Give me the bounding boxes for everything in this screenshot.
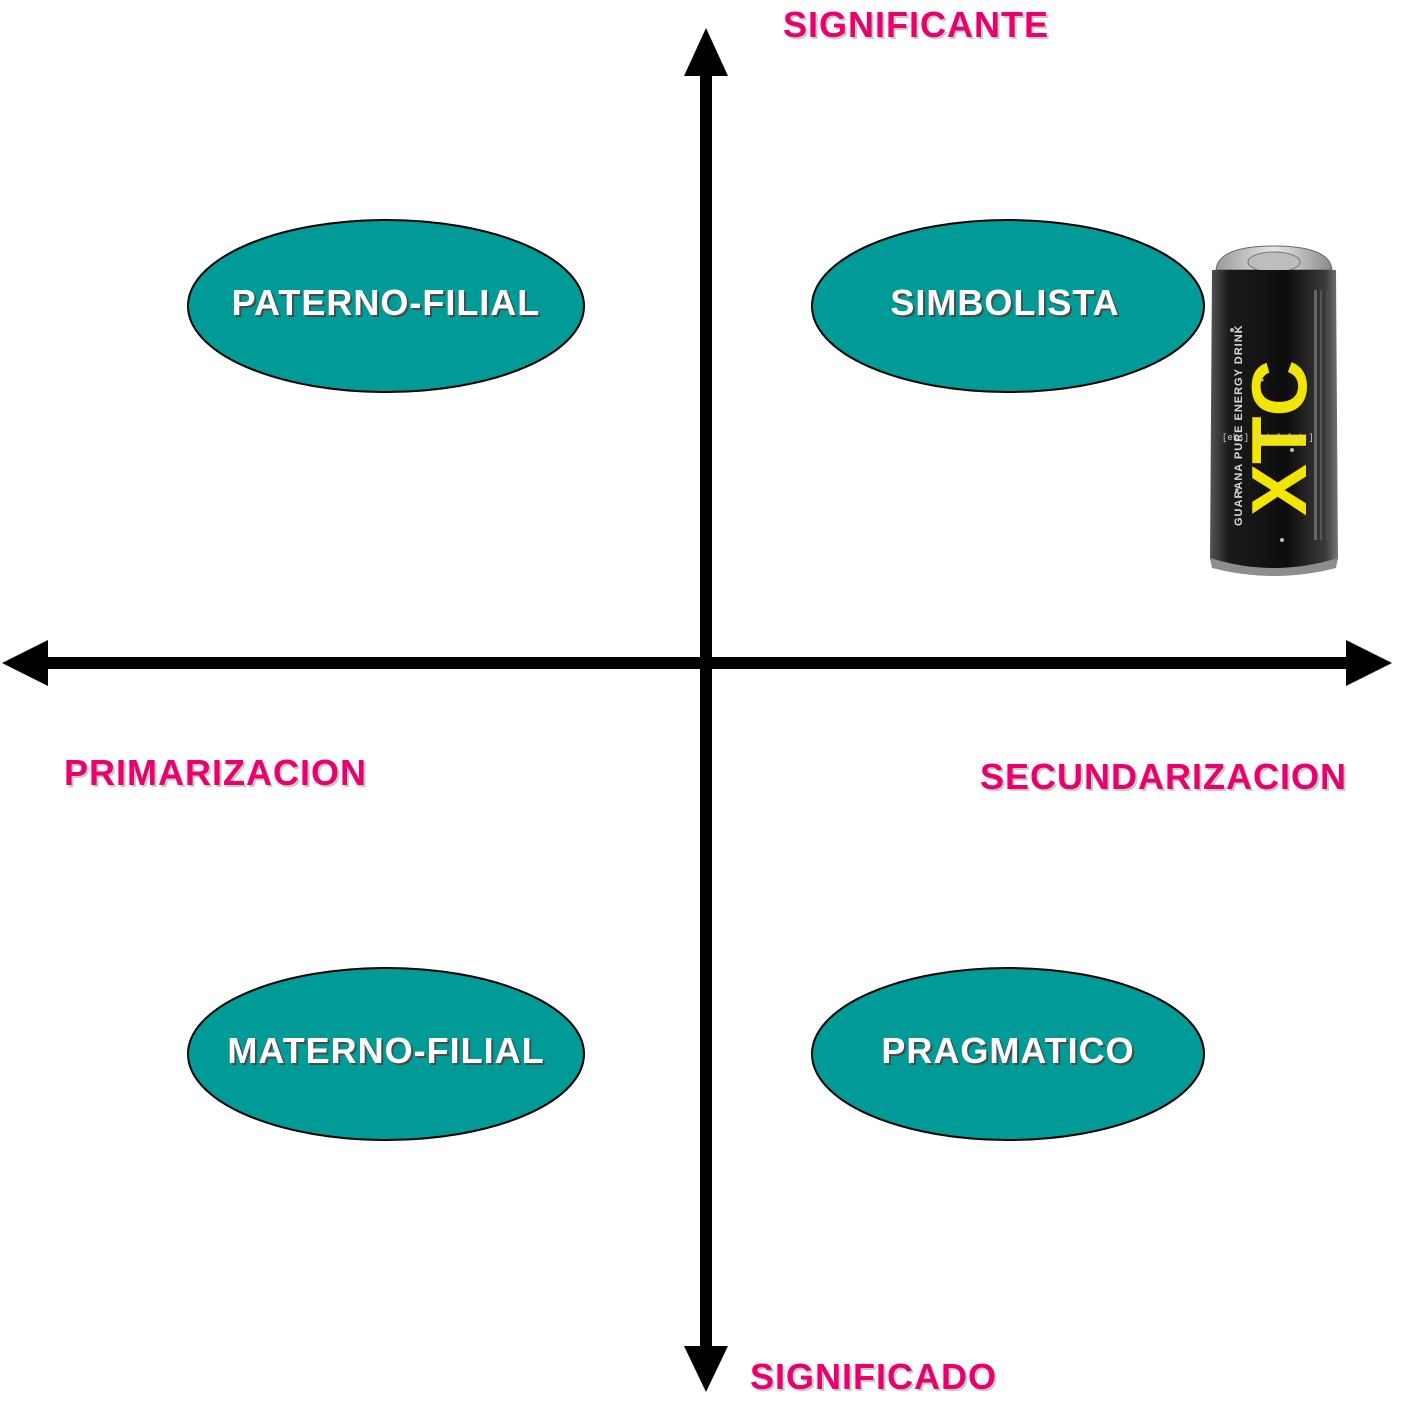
axis-label-secundarizacion: SECUNDARIZACION bbox=[980, 756, 1348, 797]
xtc-logo: XTC bbox=[1235, 360, 1323, 516]
node-label-pragmatico: PRAGMATICO bbox=[881, 1030, 1135, 1071]
node-label-paterno-filial: PATERNO-FILIAL bbox=[231, 282, 541, 323]
node-ellipse-pragmatico bbox=[811, 967, 1205, 1141]
energy-drink-can-image: XTC GUARANA PURE ENERGY DRINK [eks] [ti:… bbox=[1210, 245, 1338, 576]
axis-label-significante: SIGNIFICANTE bbox=[783, 4, 1050, 45]
arrow-left-icon bbox=[2, 640, 48, 686]
arrow-up-icon bbox=[684, 28, 728, 76]
axis-label-primarizacion: PRIMARIZACION bbox=[64, 752, 367, 793]
axis-label-significado: SIGNIFICADO bbox=[750, 1356, 998, 1397]
node-label-materno-filial: MATERNO-FILIAL bbox=[227, 1030, 545, 1071]
arrow-right-icon bbox=[1346, 640, 1392, 686]
can-tagline: GUARANA PURE ENERGY DRINK bbox=[1233, 324, 1245, 526]
node-ellipse-materno-filial bbox=[187, 967, 585, 1141]
node-ellipse-simbolista bbox=[811, 219, 1205, 393]
node-ellipse-paterno-filial bbox=[187, 219, 585, 393]
node-label-simbolista: SIMBOLISTA bbox=[890, 282, 1120, 323]
svg-text:XTC: XTC bbox=[1235, 360, 1323, 516]
arrow-down-icon bbox=[684, 1346, 728, 1392]
can-phonetic: [eks] [ti:] [si:] bbox=[1222, 433, 1314, 443]
